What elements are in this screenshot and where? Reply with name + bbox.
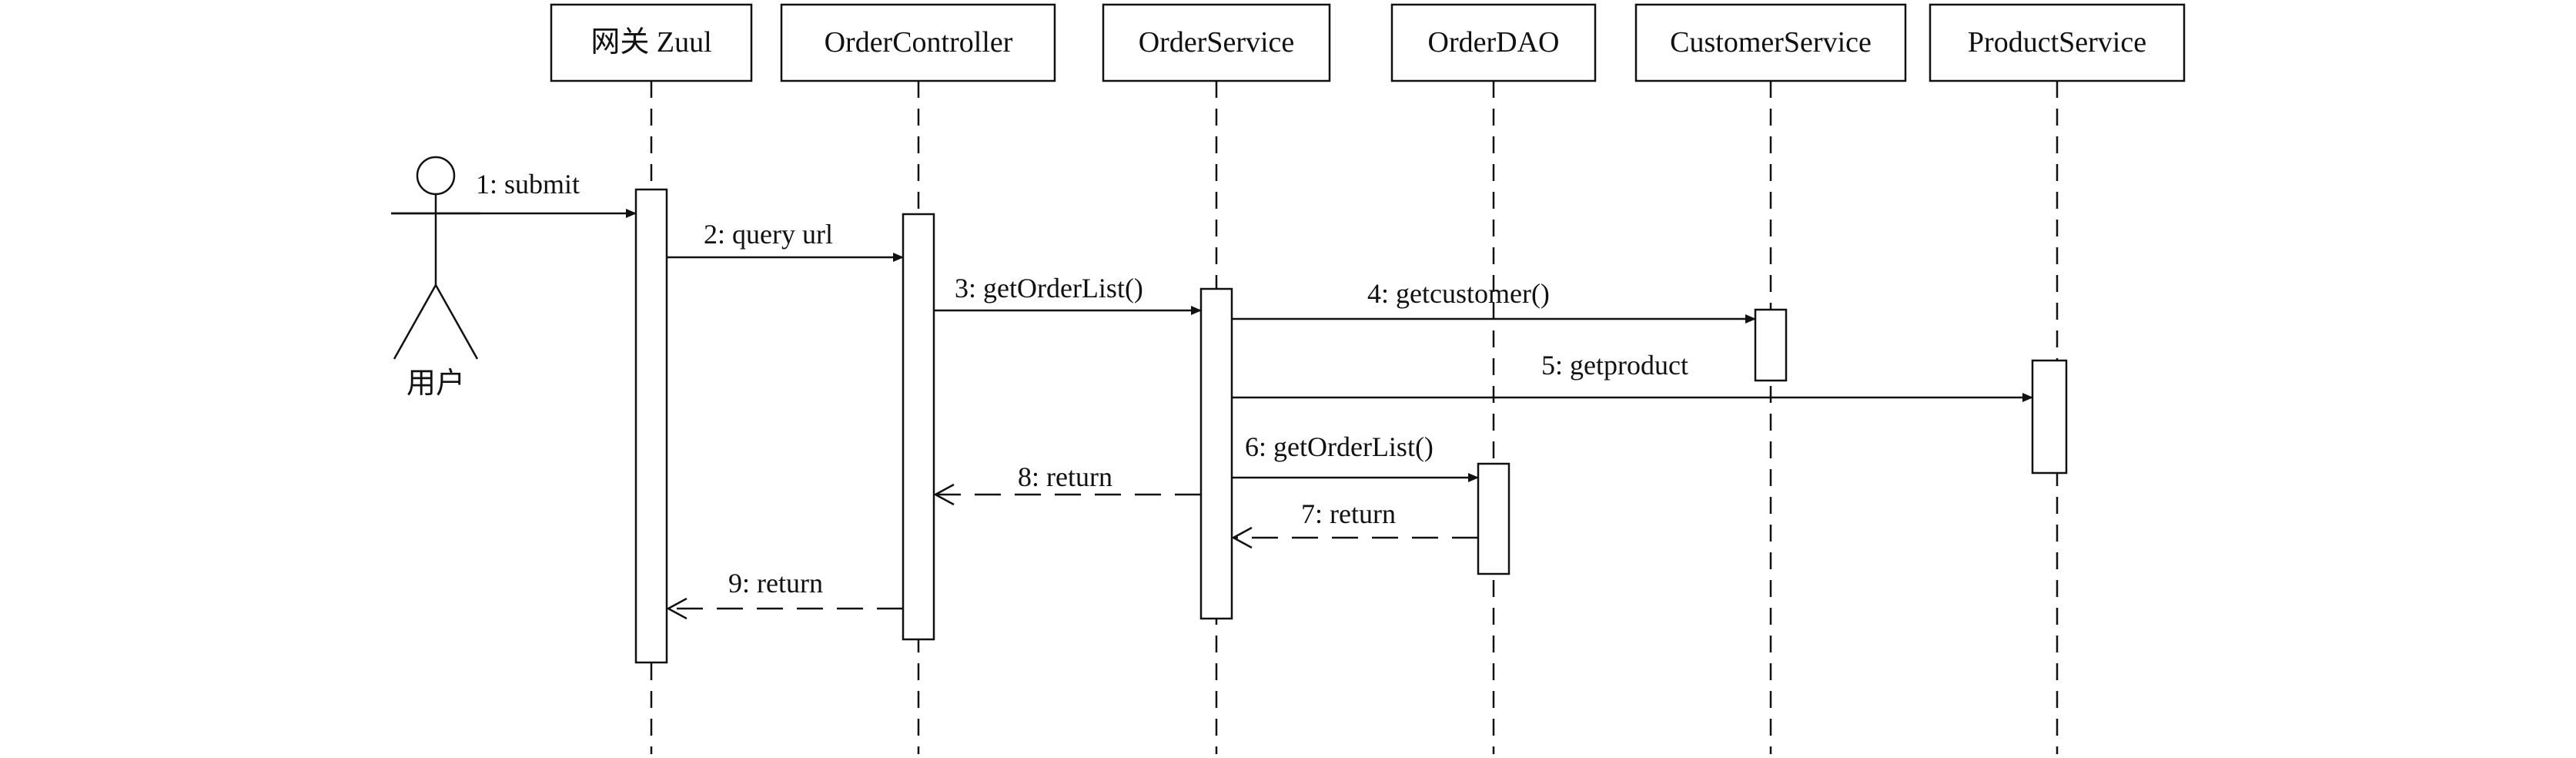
- message-8-arrowhead: [933, 483, 955, 506]
- activation-product: [2031, 359, 2068, 475]
- actor-leg-right: [434, 284, 479, 360]
- participant-customer: CustomerService: [1634, 3, 1907, 82]
- actor-head: [416, 156, 456, 196]
- activation-controller: [902, 213, 935, 641]
- actor-user: 用户: [391, 156, 480, 400]
- participant-customer-label: CustomerService: [1670, 26, 1872, 59]
- activation-dao: [1477, 462, 1510, 575]
- message-2: 2: query url: [667, 219, 904, 262]
- message-1: 1: submit: [391, 169, 637, 218]
- participant-dao: OrderDAO: [1390, 3, 1597, 82]
- message-7-arrowhead: [1231, 526, 1253, 549]
- activation-zuul: [634, 188, 668, 664]
- participant-zuul: 网关 Zuul: [550, 3, 753, 82]
- message-3: 3: getOrderList(): [934, 273, 1202, 315]
- actor-leg-left: [393, 284, 437, 360]
- participant-product: ProductService: [1929, 3, 2186, 82]
- message-8: 8: return: [933, 461, 1201, 506]
- message-3-label: 3: getOrderList(): [955, 273, 1143, 304]
- activation-service: [1199, 287, 1233, 620]
- message-4: 4: getcustomer(): [1232, 278, 1756, 324]
- message-6: 6: getOrderList(): [1232, 431, 1479, 482]
- participant-controller: OrderController: [780, 3, 1056, 82]
- message-4-label: 4: getcustomer(): [1367, 278, 1550, 309]
- participant-zuul-label: 网关 Zuul: [590, 26, 711, 59]
- activation-customer: [1754, 308, 1788, 382]
- message-1-label: 1: submit: [476, 169, 580, 200]
- message-5: 5: getproduct: [1232, 350, 2033, 402]
- message-7: 7: return: [1231, 498, 1478, 549]
- participant-service: OrderService: [1102, 3, 1331, 82]
- participant-controller-label: OrderController: [825, 26, 1013, 59]
- message-8-label: 8: return: [1018, 461, 1112, 492]
- message-9-arrowhead: [666, 597, 687, 620]
- participant-dao-label: OrderDAO: [1428, 26, 1560, 59]
- message-7-label: 7: return: [1301, 498, 1396, 529]
- message-5-label: 5: getproduct: [1541, 350, 1688, 381]
- message-2-label: 2: query url: [704, 219, 833, 250]
- message-6-label: 6: getOrderList(): [1245, 431, 1434, 462]
- message-9: 9: return: [666, 568, 903, 620]
- participant-service-label: OrderService: [1139, 26, 1295, 59]
- participant-product-label: ProductService: [1968, 26, 2146, 59]
- actor-label: 用户: [406, 367, 465, 400]
- message-9-label: 9: return: [728, 568, 823, 599]
